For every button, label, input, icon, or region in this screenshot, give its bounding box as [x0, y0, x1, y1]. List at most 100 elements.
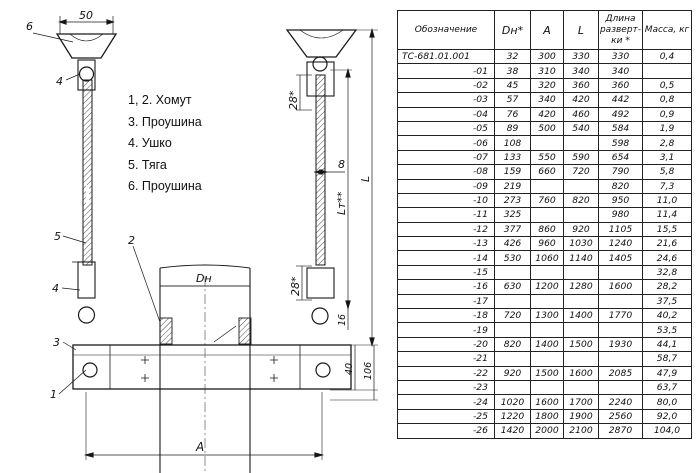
- cell-l: [563, 264, 599, 281]
- cell-dn: 426: [494, 236, 531, 252]
- header-mass: Масса, кг: [642, 10, 692, 50]
- cell-designation: -26: [397, 423, 495, 439]
- cell-designation: -09: [397, 178, 495, 194]
- cell-designation: -05: [397, 120, 495, 137]
- cell-dn: 57: [494, 92, 531, 108]
- cell-dn: 377: [494, 221, 531, 238]
- cell-designation: -15: [397, 264, 495, 281]
- cell-a: [530, 379, 564, 396]
- cell-dn: 76: [494, 106, 531, 122]
- cell-dev-length: 1405: [598, 250, 643, 266]
- cell-dn: 1220: [494, 408, 531, 425]
- cell-l: 590: [563, 149, 599, 166]
- cell-mass: 92,0: [642, 408, 692, 425]
- cell-dn: 820: [494, 336, 531, 353]
- cell-mass: 32,8: [642, 264, 692, 281]
- cell-dn: 45: [494, 77, 531, 94]
- cell-dn: 630: [494, 279, 531, 295]
- left-top-lug: [55, 33, 118, 59]
- cell-dev-length: 598: [598, 135, 643, 151]
- cell-l: 820: [563, 192, 599, 209]
- cell-mass: 11,4: [642, 207, 692, 223]
- legend-item: 5. Тяга: [128, 157, 167, 172]
- dim-lt-label: Lт**: [335, 191, 348, 215]
- dim-top-label: 50: [79, 9, 93, 22]
- cell-dev-length: 1105: [598, 221, 643, 238]
- cell-dev-length: 330: [598, 48, 643, 65]
- cell-dev-length: 980: [598, 207, 643, 223]
- cell-a: [530, 293, 564, 310]
- cell-designation: -01: [397, 63, 495, 79]
- callout-4-upper: 4: [56, 75, 63, 88]
- cell-a: [530, 178, 564, 194]
- cell-l: [563, 293, 599, 310]
- dim-28-upper-label: 28*: [287, 90, 300, 110]
- cell-l: 460: [563, 106, 599, 122]
- cell-l: 360: [563, 77, 599, 94]
- cell-l: 1280: [563, 279, 599, 295]
- cell-l: 2100: [563, 423, 599, 439]
- cell-designation: -24: [397, 394, 495, 410]
- callout-1: 1: [50, 388, 57, 401]
- cell-designation: -12: [397, 221, 495, 238]
- cell-l: 720: [563, 164, 599, 180]
- cell-dn: [494, 351, 531, 367]
- legend-item: 1, 2. Хомут: [128, 93, 192, 107]
- cell-mass: 3,1: [642, 149, 692, 166]
- cell-dn: [494, 322, 531, 338]
- cell-a: [530, 207, 564, 223]
- cell-dev-length: 340: [598, 63, 643, 79]
- dim-40-label: 40: [344, 363, 355, 375]
- cell-a: [530, 135, 564, 151]
- cell-mass: 37,5: [642, 293, 692, 310]
- cell-l: [563, 322, 599, 338]
- header-l: L: [563, 10, 599, 50]
- cell-mass: 21,6: [642, 236, 692, 252]
- cell-a: 960: [530, 236, 564, 252]
- cell-designation: -06: [397, 135, 495, 151]
- header-designation: Обозначение: [397, 10, 495, 50]
- cell-a: 1060: [530, 250, 564, 266]
- cell-mass: 24,6: [642, 250, 692, 266]
- cell-mass: 44,1: [642, 336, 692, 353]
- cell-dn: [494, 293, 531, 310]
- cell-mass: [642, 63, 692, 79]
- cell-a: 1600: [530, 394, 564, 410]
- cell-a: 1500: [530, 365, 564, 381]
- cell-designation: -14: [397, 250, 495, 266]
- cell-dev-length: 950: [598, 192, 643, 209]
- cell-l: 920: [563, 221, 599, 238]
- legend-item: 4. Ушко: [128, 136, 172, 150]
- cell-l: 1900: [563, 408, 599, 425]
- cell-l: 540: [563, 120, 599, 137]
- cell-l: [563, 351, 599, 367]
- cell-dev-length: 2240: [598, 394, 643, 410]
- cell-dn: 920: [494, 365, 531, 381]
- cell-designation: -11: [397, 207, 495, 223]
- cell-designation: -07: [397, 149, 495, 166]
- cell-a: 1300: [530, 308, 564, 324]
- right-top-lug: [285, 29, 358, 58]
- cell-l: 1030: [563, 236, 599, 252]
- cell-a: 420: [530, 106, 564, 122]
- cell-mass: 1,9: [642, 120, 692, 137]
- cell-dev-length: [598, 351, 643, 367]
- cell-dn: 32: [494, 48, 531, 65]
- cell-a: 340: [530, 92, 564, 108]
- cell-l: 1600: [563, 365, 599, 381]
- dim-a-label: A: [195, 440, 204, 454]
- dim-dn-label: Dн: [196, 272, 212, 285]
- cell-mass: 0,5: [642, 77, 692, 94]
